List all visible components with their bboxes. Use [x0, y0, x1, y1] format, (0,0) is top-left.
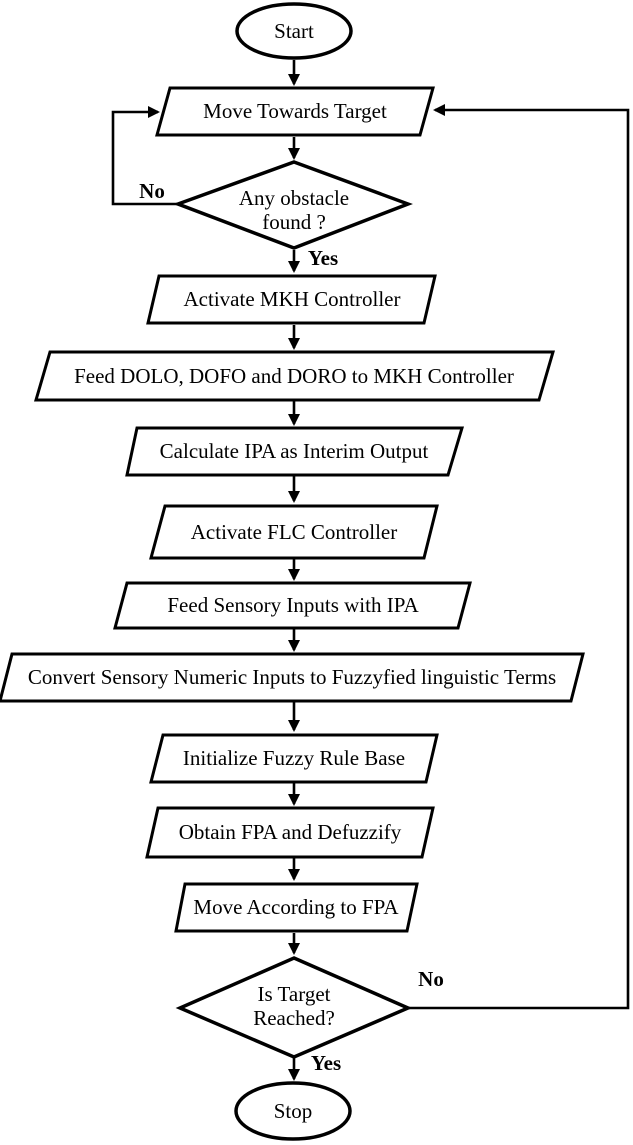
feed-sensory-inputs-shape — [113, 581, 472, 630]
start-label: Start — [274, 19, 314, 43]
is-target-reached-label-line1: Is Target — [258, 982, 331, 1006]
any-obstacle-found-diamond-shape — [172, 160, 413, 250]
target-no-label: No — [418, 967, 444, 991]
stop-label: Stop — [274, 1099, 313, 1123]
obtain-fpa-and-defuzzify-label: Obtain FPA and Defuzzify — [179, 820, 402, 844]
start-terminator-shape — [235, 2, 353, 60]
obstacle-no-label: No — [139, 179, 165, 203]
is-target-reached-label-line2: Reached? — [253, 1006, 335, 1030]
node-is-target-reached: Is Target Reached? — [175, 956, 413, 1059]
node-stop: Stop — [234, 1081, 352, 1141]
obstacle-yes-label: Yes — [308, 246, 338, 270]
activate-mkh-controller-label: Activate MKH Controller — [184, 287, 401, 311]
convert-sensory-inputs-label: Convert Sensory Numeric Inputs to Fuzzyf… — [28, 665, 556, 689]
node-move-according-to-fpa: Move According to FPA — [174, 882, 419, 933]
move-according-to-fpa-shape — [174, 882, 419, 933]
node-activate-mkh-controller: Activate MKH Controller — [146, 274, 437, 325]
node-feed-dolo-dofo-doro: Feed DOLO, DOFO and DORO to MKH Controll… — [34, 350, 555, 402]
node-start: Start — [235, 2, 353, 60]
obtain-fpa-and-defuzzify-shape — [145, 806, 435, 859]
move-according-to-fpa-label: Move According to FPA — [193, 895, 399, 919]
move-towards-target-shape — [155, 86, 435, 137]
node-feed-sensory-inputs: Feed Sensory Inputs with IPA — [113, 581, 472, 630]
edge-obstacle-no-loop — [111, 106, 178, 206]
target-yes-label: Yes — [311, 1051, 341, 1075]
any-obstacle-found-label-line1: Any obstacle — [239, 186, 349, 210]
calculate-ipa-shape — [125, 426, 465, 477]
feed-dolo-dofo-doro-shape — [34, 350, 555, 402]
feed-dolo-dofo-doro-label: Feed DOLO, DOFO and DORO to MKH Controll… — [74, 364, 514, 388]
initialize-fuzzy-rule-base-label: Initialize Fuzzy Rule Base — [183, 746, 405, 770]
calculate-ipa-label: Calculate IPA as Interim Output — [160, 439, 429, 463]
node-initialize-fuzzy-rule-base: Initialize Fuzzy Rule Base — [149, 733, 439, 784]
node-convert-sensory-inputs: Convert Sensory Numeric Inputs to Fuzzyf… — [0, 652, 585, 703]
activate-flc-controller-shape — [149, 504, 439, 560]
initialize-fuzzy-rule-base-shape — [149, 733, 439, 784]
activate-flc-controller-label: Activate FLC Controller — [191, 520, 397, 544]
node-activate-flc-controller: Activate FLC Controller — [149, 504, 439, 560]
stop-terminator-shape — [234, 1081, 352, 1141]
is-target-reached-diamond-shape — [175, 956, 413, 1059]
feed-sensory-inputs-label: Feed Sensory Inputs with IPA — [167, 593, 419, 617]
convert-sensory-inputs-shape — [0, 652, 585, 703]
activate-mkh-controller-shape — [146, 274, 437, 325]
node-move-towards-target: Move Towards Target — [155, 86, 435, 137]
node-calculate-ipa: Calculate IPA as Interim Output — [125, 426, 465, 477]
any-obstacle-found-label-line2: found ? — [262, 210, 326, 234]
edge-target-no-loop — [408, 104, 630, 1010]
move-towards-target-label: Move Towards Target — [203, 99, 387, 123]
node-obtain-fpa-and-defuzzify: Obtain FPA and Defuzzify — [145, 806, 435, 859]
node-any-obstacle-found: Any obstacle found ? — [172, 160, 413, 250]
